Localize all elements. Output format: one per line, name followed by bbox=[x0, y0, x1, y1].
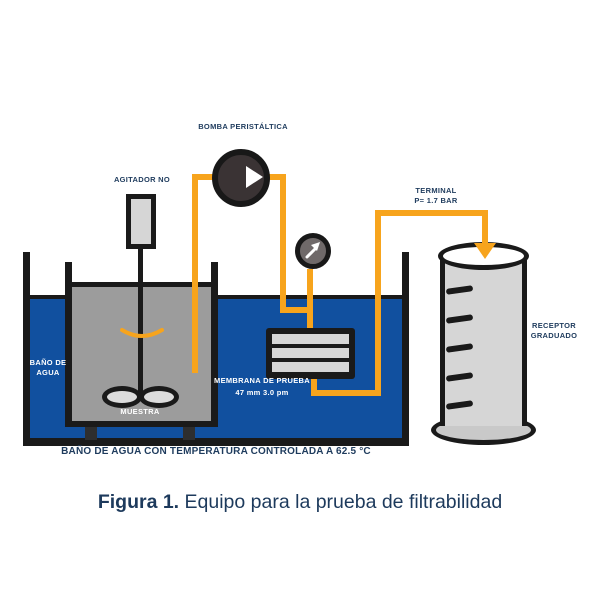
terminal-label-line2: P= 1.7 BAR bbox=[414, 196, 458, 205]
stirrer-label: AGITADOR NO bbox=[113, 175, 171, 184]
figure-caption-number: Figura 1. bbox=[97, 491, 180, 513]
propeller-right-blade bbox=[139, 386, 179, 408]
dip-tube bbox=[192, 174, 198, 373]
sample-label: MUESTRA bbox=[120, 407, 160, 416]
rotation-arrow-icon bbox=[120, 328, 164, 338]
receiver-body bbox=[440, 256, 527, 426]
receiver-label-line2: GRADUADO bbox=[530, 331, 578, 340]
vessel-foot-left bbox=[85, 427, 97, 440]
outlet-riser-tube bbox=[375, 212, 381, 396]
gauge-needle-icon bbox=[305, 242, 320, 259]
bath-right-wall bbox=[402, 252, 409, 446]
terminal-drop-tube bbox=[482, 216, 488, 244]
stirrer-motor bbox=[126, 194, 156, 249]
terminal-label: TERMINAL P= 1.7 BAR bbox=[386, 186, 486, 206]
terminal-tube bbox=[375, 210, 488, 216]
bath-bottom bbox=[23, 438, 409, 446]
peristaltic-pump-icon bbox=[212, 149, 270, 207]
water-bath-label-line1: BAÑO DE bbox=[29, 358, 67, 367]
membrane-label: MEMBRANA DE PRUEBA 47 mm 3.0 pm bbox=[211, 375, 313, 399]
vessel-right-wall bbox=[211, 262, 218, 427]
outlet-horizontal-tube bbox=[311, 390, 381, 396]
membrane-holder bbox=[266, 328, 355, 379]
figure-caption: Figura 1. Equipo para la prueba de filtr… bbox=[0, 491, 600, 514]
membrane-label-line2: 47 mm 3.0 pm bbox=[235, 388, 289, 397]
receiver-label-line1: RECEPTOR bbox=[532, 321, 576, 330]
pump-label: BOMBA PERISTÁLTICA bbox=[198, 122, 288, 131]
gauge-stem-tube bbox=[307, 269, 313, 330]
inlet-elbow-tube bbox=[280, 307, 313, 313]
membrane-plate bbox=[272, 362, 349, 372]
pressure-gauge-icon bbox=[295, 233, 331, 269]
vessel-left-wall bbox=[65, 262, 72, 427]
membrane-plate bbox=[272, 348, 349, 358]
flow-arrow-icon bbox=[474, 243, 496, 259]
pump-outlet-tube bbox=[280, 174, 286, 313]
membrane-plate bbox=[272, 334, 349, 344]
bath-caption: BAÑO DE AGUA CON TEMPERATURA CONTROLADA … bbox=[61, 446, 371, 457]
water-bath-label: BAÑO DE AGUA bbox=[26, 358, 70, 378]
outlet-down-tube bbox=[311, 379, 317, 396]
pump-rotor-icon bbox=[246, 166, 263, 188]
vessel-bottom-edge bbox=[65, 421, 218, 427]
vessel-foot-right bbox=[183, 427, 195, 440]
stirrer-shaft bbox=[138, 249, 143, 397]
membrane-label-line1: MEMBRANA DE PRUEBA bbox=[214, 376, 310, 385]
propeller-left-blade bbox=[102, 386, 142, 408]
terminal-label-line1: TERMINAL bbox=[415, 186, 457, 195]
water-bath-label-line2: AGUA bbox=[36, 368, 60, 377]
bath-left-wall bbox=[23, 252, 30, 446]
figure-caption-text: Equipo para la prueba de filtrabilidad bbox=[179, 491, 503, 513]
receiver-label: RECEPTOR GRADUADO bbox=[514, 321, 594, 341]
